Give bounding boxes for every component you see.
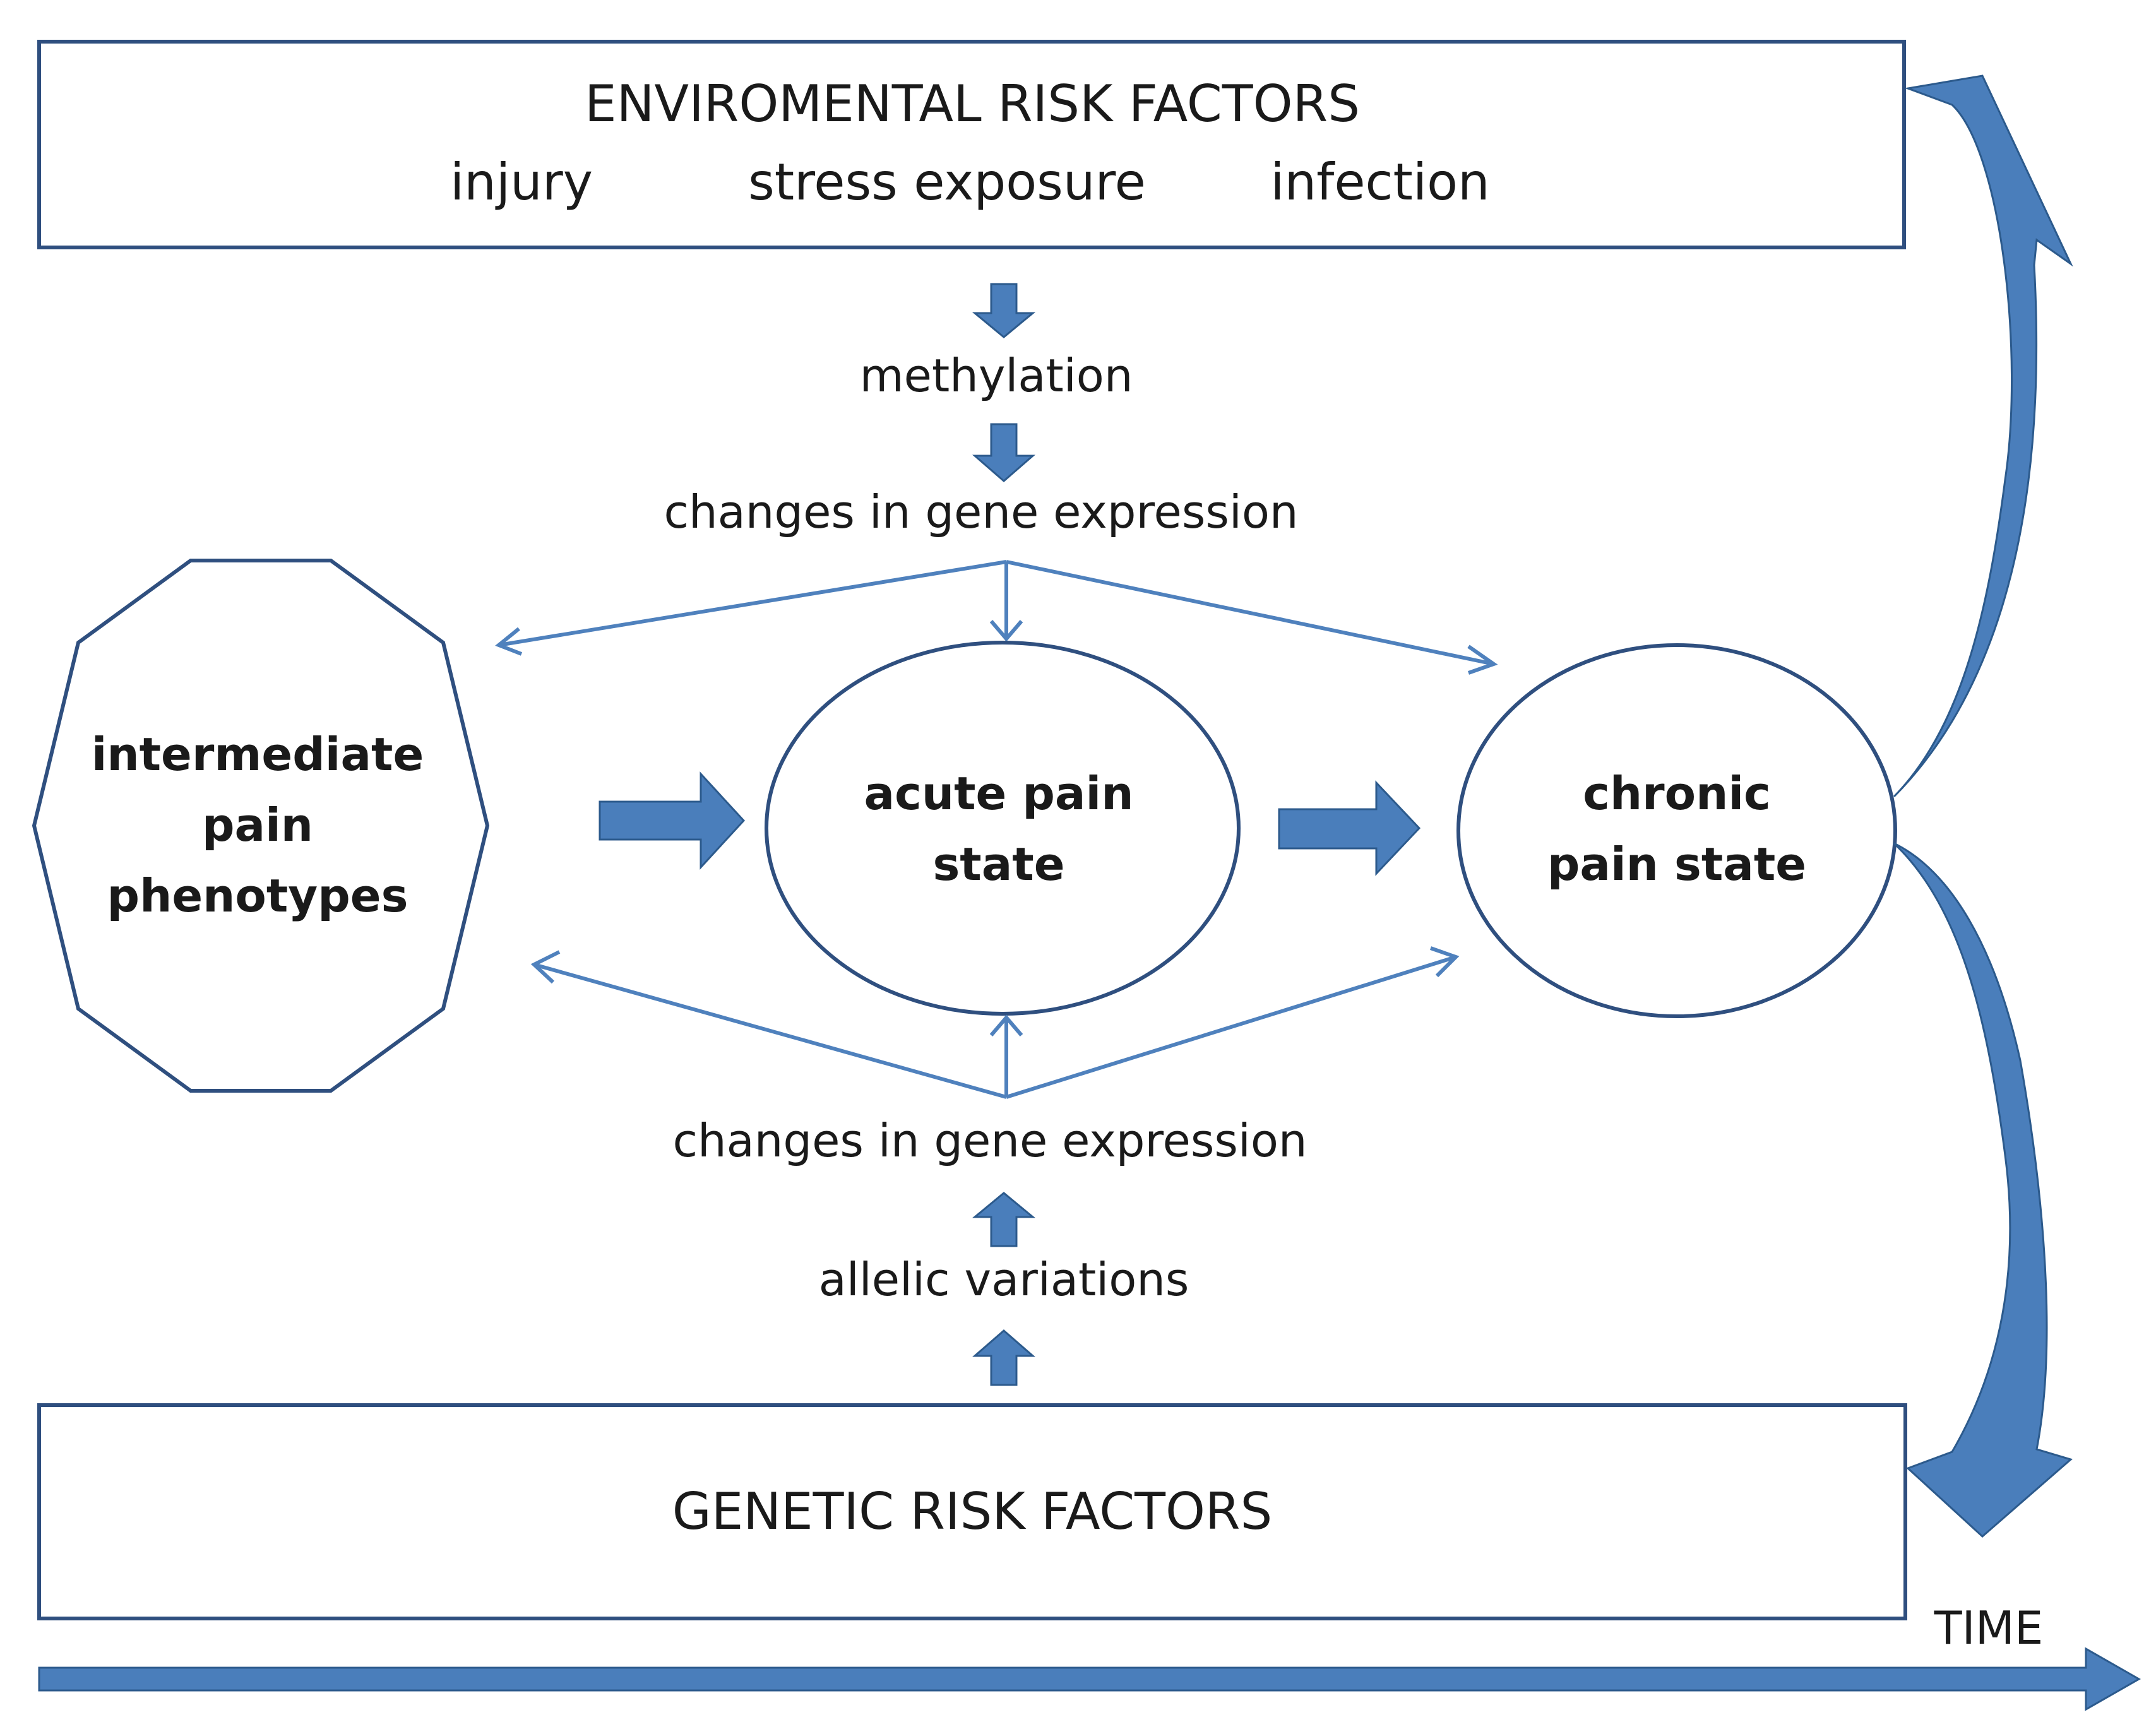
arrow-intermediate-to-acute <box>599 771 746 870</box>
down-arrow-to-methylation <box>972 283 1036 338</box>
down-arrow-to-gene-expression-top <box>972 423 1036 482</box>
environmental-risk-factors-box: ENVIROMENTAL RISK FACTORS injury stress … <box>37 40 1906 249</box>
time-axis-arrow <box>38 1647 2141 1711</box>
allelic-variations-label: allelic variations <box>819 1253 1189 1306</box>
chronic-line-1: chronic <box>1583 767 1771 820</box>
intermediate-line-3: phenotypes <box>107 869 408 922</box>
gene-expression-bottom-label: changes in gene expression <box>672 1114 1307 1167</box>
feedback-arrow-to-genetic <box>1893 842 2073 1538</box>
time-label: TIME <box>1934 1601 2044 1654</box>
top-fan-arrows <box>495 560 1498 675</box>
acute-pain-state-node: acute pain state <box>765 641 1241 1016</box>
up-arrow-to-allelic-variations <box>972 1329 1036 1386</box>
chronic-pain-state-node: chronic pain state <box>1456 643 1897 1018</box>
intermediate-line-1: intermediate <box>92 728 424 781</box>
time-axis: TIME <box>38 1601 2141 1711</box>
chronic-line-2: pain state <box>1547 838 1806 891</box>
acute-line-1: acute pain <box>864 767 1134 820</box>
intermediate-line-2: pain <box>202 799 313 852</box>
intermediate-pain-phenotypes-node: intermediate pain phenotypes <box>32 559 490 1093</box>
bottom-fan-arrows <box>530 946 1460 1099</box>
methylation-label: methylation <box>860 349 1133 402</box>
genetic-risk-factors-box: GENETIC RISK FACTORS <box>37 1403 1907 1620</box>
environmental-item-injury: injury <box>450 153 593 211</box>
environmental-title: ENVIROMENTAL RISK FACTORS <box>585 74 1360 133</box>
gene-expression-top-label: changes in gene expression <box>664 485 1298 538</box>
arrow-acute-to-chronic <box>1278 780 1421 876</box>
environmental-item-stress-exposure: stress exposure <box>748 153 1146 211</box>
acute-line-2: state <box>932 838 1064 891</box>
environmental-item-infection: infection <box>1270 153 1490 211</box>
feedback-arrow-to-environmental <box>1893 74 2073 798</box>
up-arrow-to-gene-expression-bottom <box>972 1192 1036 1247</box>
genetic-title: GENETIC RISK FACTORS <box>672 1482 1273 1541</box>
